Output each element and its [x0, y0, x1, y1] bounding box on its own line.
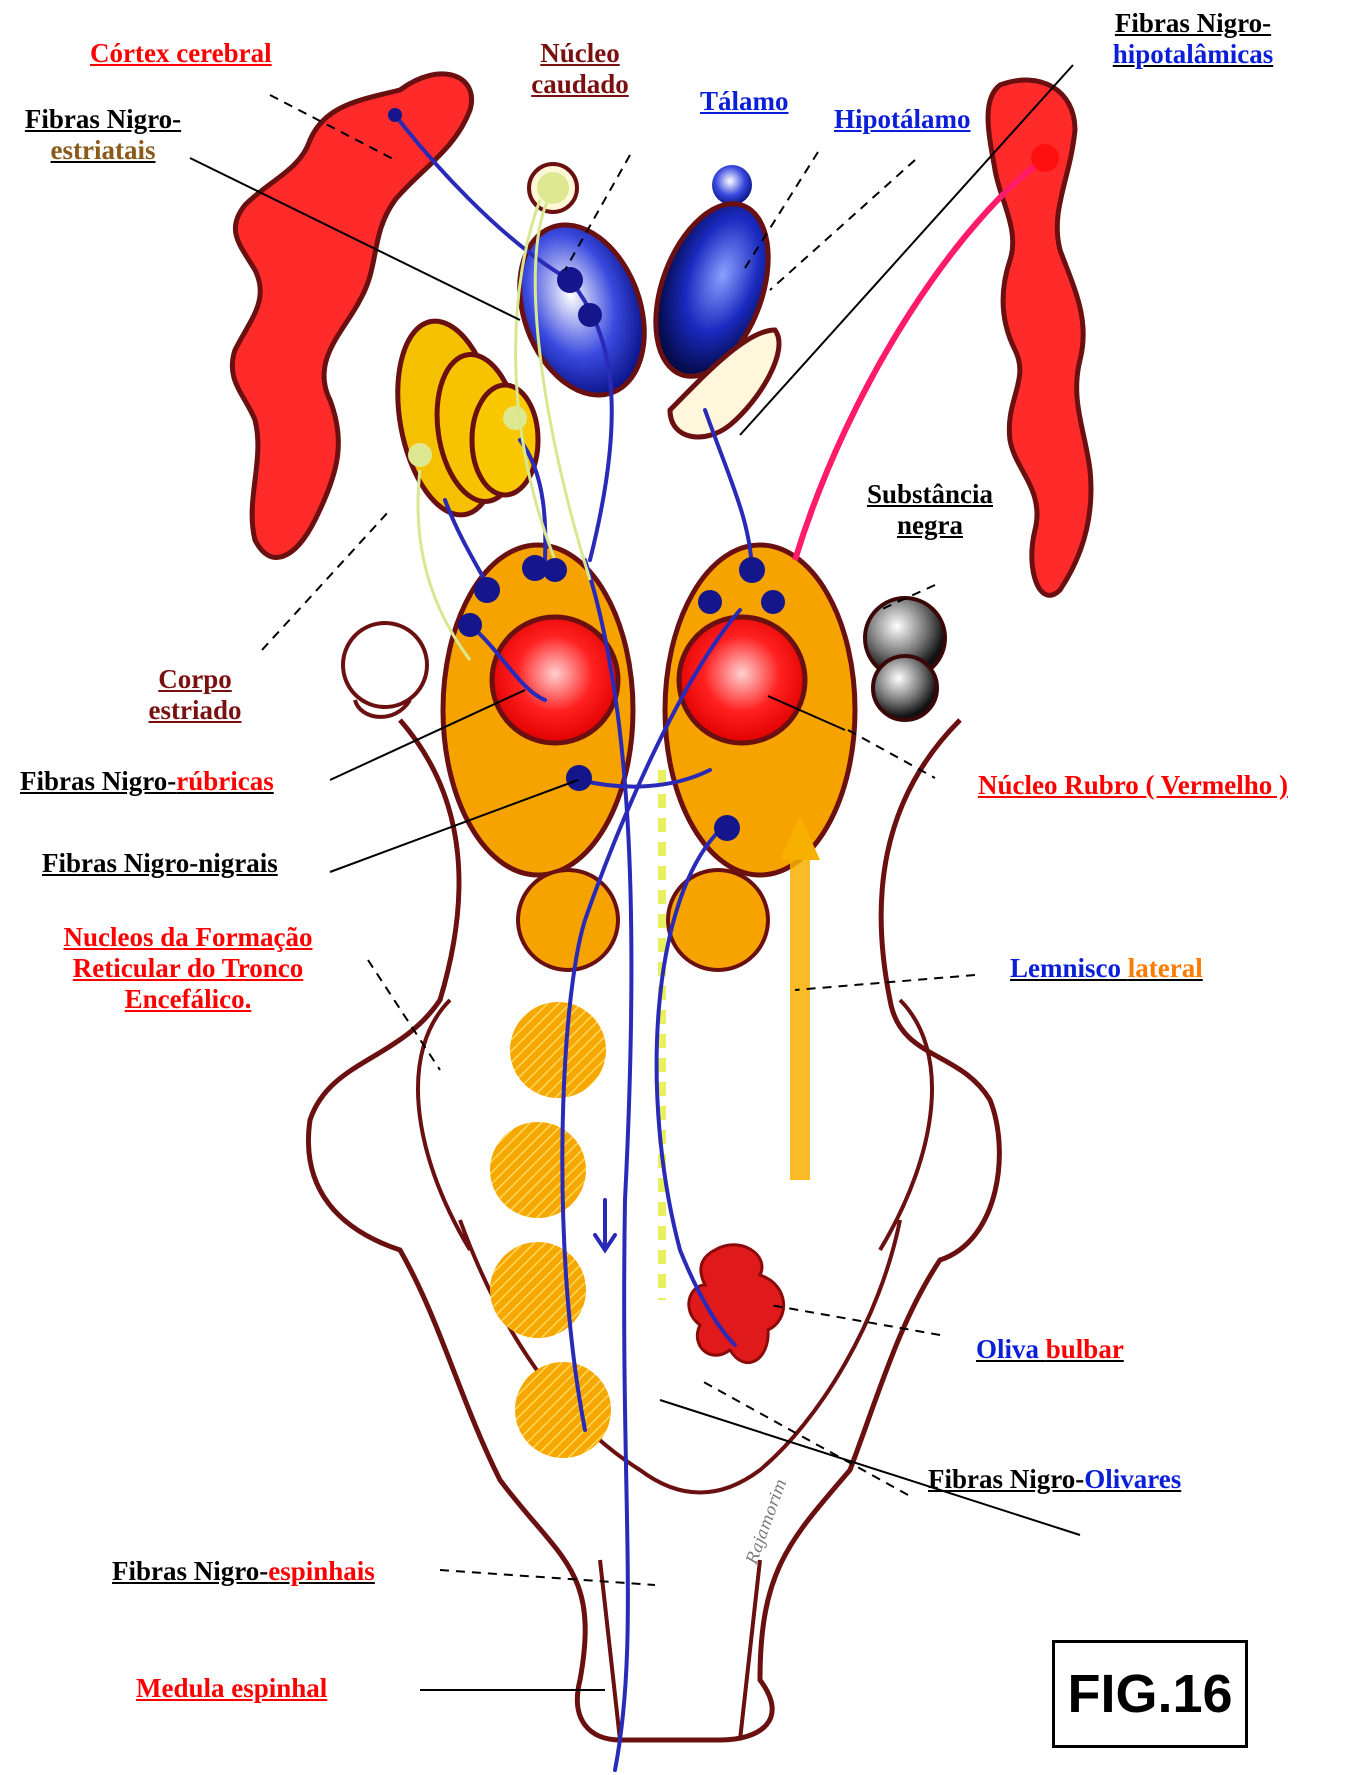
- label-nigro-nigrais: Fibras Nigro-nigrais: [42, 848, 278, 879]
- label-nigro-espinhais: Fibras Nigro-espinhais: [112, 1556, 375, 1587]
- lateral-lemniscus: [790, 850, 810, 1180]
- label-nucleo-rubro: Núcleo Rubro ( Vermelho ): [978, 770, 1288, 801]
- red-nucleus-right: [679, 617, 805, 743]
- reticular-nucleus-upper-left: [518, 870, 618, 970]
- label-oliva-bulbar: Oliva bulbar: [976, 1334, 1124, 1365]
- reticular-nucleus-1: [510, 1002, 606, 1098]
- label-cortex: Córtex cerebral: [90, 38, 272, 69]
- label-nigro-estriatais: Fibras Nigro- estriatais: [8, 104, 198, 166]
- figure-label: FIG.16: [1052, 1640, 1248, 1748]
- red-nucleus-left: [492, 617, 618, 743]
- dark-ball-bottom: [873, 656, 937, 720]
- thalamus-small: [712, 165, 752, 205]
- label-nigro-olivares: Fibras Nigro-Olivares: [928, 1464, 1181, 1495]
- brainstem-outline: [308, 720, 999, 1740]
- label-nigro-rubricas: Fibras Nigro-rúbricas: [20, 766, 274, 797]
- reticular-nucleus-4: [515, 1362, 611, 1458]
- reticular-nucleus-2: [490, 1122, 586, 1218]
- label-hipotalamo: Hipotálamo: [834, 104, 971, 135]
- label-formacao-reticular: Nucleos da Formação Reticular do Tronco …: [38, 922, 338, 1015]
- label-lemnisco-lateral: Lemnisco lateral: [1010, 953, 1203, 984]
- label-talamo: Tálamo: [700, 86, 789, 117]
- label-medula-espinhal: Medula espinhal: [136, 1673, 327, 1704]
- reticular-nucleus-upper-right: [668, 870, 768, 970]
- label-nigro-hipotalamicas: Fibras Nigro- hipotalâmicas: [1098, 8, 1288, 70]
- striatum-inner: [472, 385, 538, 495]
